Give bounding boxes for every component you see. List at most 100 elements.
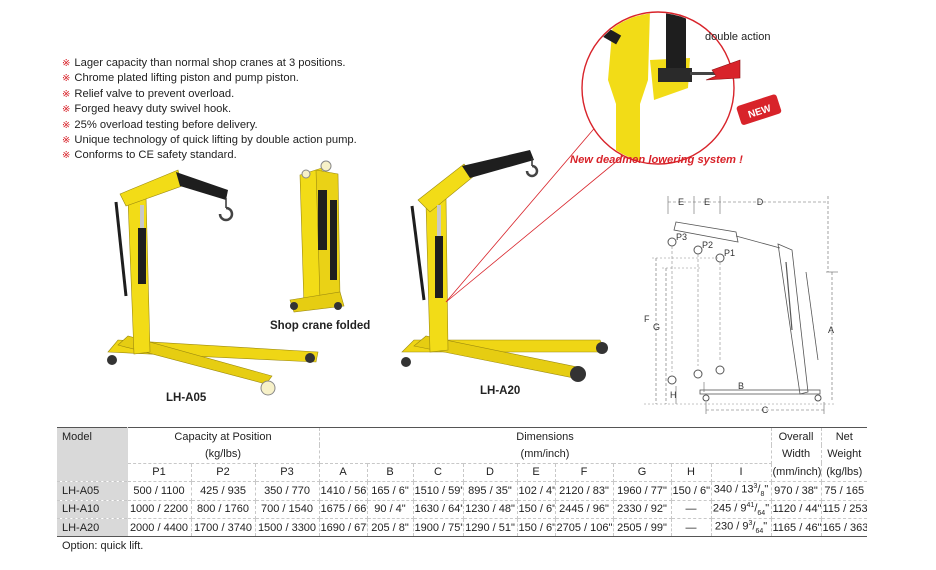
cell-d: 1230 / 48" — [463, 500, 518, 519]
dim-label-f: F — [644, 314, 650, 324]
caption-lh-a20: LH-A20 — [480, 385, 521, 397]
header-col-h: H — [671, 463, 712, 483]
cell-f: 2120 / 83" — [555, 481, 614, 501]
header-width: Width — [771, 445, 822, 464]
bullet-marker-icon: ※ — [62, 104, 71, 116]
feature-item: ※Forged heavy duty swivel hook. — [62, 103, 232, 116]
header-col-b: B — [367, 463, 414, 483]
pos-label-p1: P1 — [724, 248, 735, 258]
cell-weight: 75 / 165 — [821, 481, 867, 501]
cell-a: 1690 / 67" — [319, 518, 368, 538]
option-note: Option: quick lift. — [62, 540, 144, 552]
bullet-marker-icon: ※ — [62, 58, 71, 69]
feature-item: ※Relief valve to prevent overload. — [62, 87, 235, 100]
dim-label-e1: E — [678, 197, 684, 207]
dim-label-c: C — [762, 405, 769, 415]
feature-list: ※Lager capacity than normal shop cranes … — [62, 56, 357, 164]
dim-label-h: H — [670, 390, 677, 400]
header-model: Model — [57, 427, 128, 446]
dim-label-b: B — [738, 381, 744, 391]
bullet-marker-icon: ※ — [62, 73, 71, 85]
header-weight: Weight — [827, 448, 862, 461]
header-col-p1: P1 — [127, 463, 192, 483]
table-header-row: P1 P2 P3 A B C D E F G H I (mm/inch) (kg… — [57, 463, 867, 483]
cell-p2: 1700 / 3740 — [191, 518, 256, 538]
header-model-cont — [57, 463, 128, 483]
header-weight-unit: (kg/lbs) — [821, 463, 867, 483]
cell-i: 340 / 133/8" — [711, 481, 772, 501]
header-col-g: G — [613, 463, 672, 483]
product-illustrations: NEW E E D P3 P2 P1 — [107, 11, 838, 415]
cell-weight: 165 / 363 — [821, 518, 867, 538]
cell-c: 1510 / 59" — [413, 481, 464, 501]
cell-weight: 115 / 253 — [821, 500, 867, 519]
cell-p1: 2000 / 4400 — [127, 518, 192, 538]
cell-p3: 350 / 770 — [255, 481, 320, 501]
cell-g: 1960 / 77" — [613, 481, 672, 501]
header-net: Net — [821, 427, 867, 446]
cell-width: 970 / 38" — [771, 481, 822, 501]
cell-f: 2445 / 96" — [555, 500, 614, 519]
cell-p2: 425 / 935 — [191, 481, 256, 501]
cell-p3: 700 / 1540 — [255, 500, 320, 519]
cell-p1: 500 / 1100 — [127, 481, 192, 501]
double-action-label: double action — [705, 31, 771, 43]
spec-table: Model Capacity at Position Dimensions Ov… — [57, 427, 867, 538]
table-row: LH-A05 500 / 1100 425 / 935 350 / 770 14… — [57, 481, 867, 501]
header-col-e: E — [517, 463, 556, 483]
cell-i: 245 / 941/64" — [711, 500, 772, 519]
technical-diagram: E E D P3 P2 P1 B F G H — [644, 196, 838, 415]
cell-i: 230 / 93/64" — [711, 518, 772, 538]
bullet-marker-icon: ※ — [62, 135, 71, 147]
header-dimensions: Dimensions — [319, 427, 772, 446]
feature-item: ※Lager capacity than normal shop cranes … — [62, 57, 346, 69]
header-capacity-unit: (kg/lbs) — [127, 445, 320, 464]
caption-lh-a05: LH-A05 — [166, 392, 207, 404]
cell-e: 102 / 4" — [517, 481, 556, 501]
header-col-c: C — [413, 463, 464, 483]
header-col-p2: P2 — [191, 463, 256, 483]
deadmen-caption: New deadmen lowering system ! — [570, 154, 743, 166]
cell-width: 1165 / 46" — [771, 518, 822, 538]
cell-d: 1290 / 51" — [463, 518, 518, 538]
cell-g: 2330 / 92" — [613, 500, 672, 519]
header-model-cont — [57, 445, 128, 464]
header-dimensions-unit: (mm/inch) — [319, 445, 772, 464]
cell-b: 205 / 8" — [367, 518, 414, 538]
header-col-f: F — [555, 463, 614, 483]
header-col-a: A — [319, 463, 368, 483]
table-header-row: (kg/lbs) (mm/inch) Width Weight — [57, 445, 867, 464]
bullet-marker-icon: ※ — [62, 119, 71, 131]
cell-model: LH-A10 — [57, 500, 128, 519]
crane-lh-a20-image — [401, 150, 608, 382]
cell-h: — — [671, 518, 712, 538]
cell-d: 895 / 35" — [463, 481, 518, 501]
feature-item: ※Unique technology of quick lifting by d… — [62, 134, 357, 147]
deadmen-zoom-detail: NEW — [445, 11, 782, 303]
pos-label-p3: P3 — [676, 232, 687, 242]
cell-b: 165 / 6" — [367, 481, 414, 501]
header-overall: Overall — [771, 427, 822, 446]
cell-f: 2705 / 106" — [555, 518, 614, 538]
header-col-d: D — [463, 463, 518, 483]
caption-folded: Shop crane folded — [270, 320, 371, 332]
bullet-marker-icon: ※ — [62, 88, 71, 100]
cell-p1: 1000 / 2200 — [127, 500, 192, 519]
cell-e: 150 / 6" — [517, 518, 556, 538]
cell-c: 1900 / 75" — [413, 518, 464, 538]
dim-label-e2: E — [704, 197, 710, 207]
crane-lh-a05-image — [107, 169, 319, 396]
feature-item: ※Chrome plated lifting piston and pump p… — [62, 72, 299, 85]
cell-a: 1410 / 56" — [319, 481, 368, 501]
feature-item: ※25% overload testing before delivery. — [62, 118, 258, 131]
pos-label-p2: P2 — [702, 240, 713, 250]
table-header-row: Model Capacity at Position Dimensions Ov… — [57, 427, 867, 446]
header-capacity: Capacity at Position — [127, 427, 320, 446]
cell-e: 150 / 6" — [517, 500, 556, 519]
table-row: LH-A20 2000 / 4400 1700 / 3740 1500 / 33… — [57, 518, 867, 538]
cell-p2: 800 / 1760 — [191, 500, 256, 519]
cell-h: — — [671, 500, 712, 519]
feature-item: ※Conforms to CE safety standard. — [62, 149, 237, 162]
cell-a: 1675 / 66" — [319, 500, 368, 519]
table-row: LH-A10 1000 / 2200 800 / 1760 700 / 1540… — [57, 500, 867, 519]
